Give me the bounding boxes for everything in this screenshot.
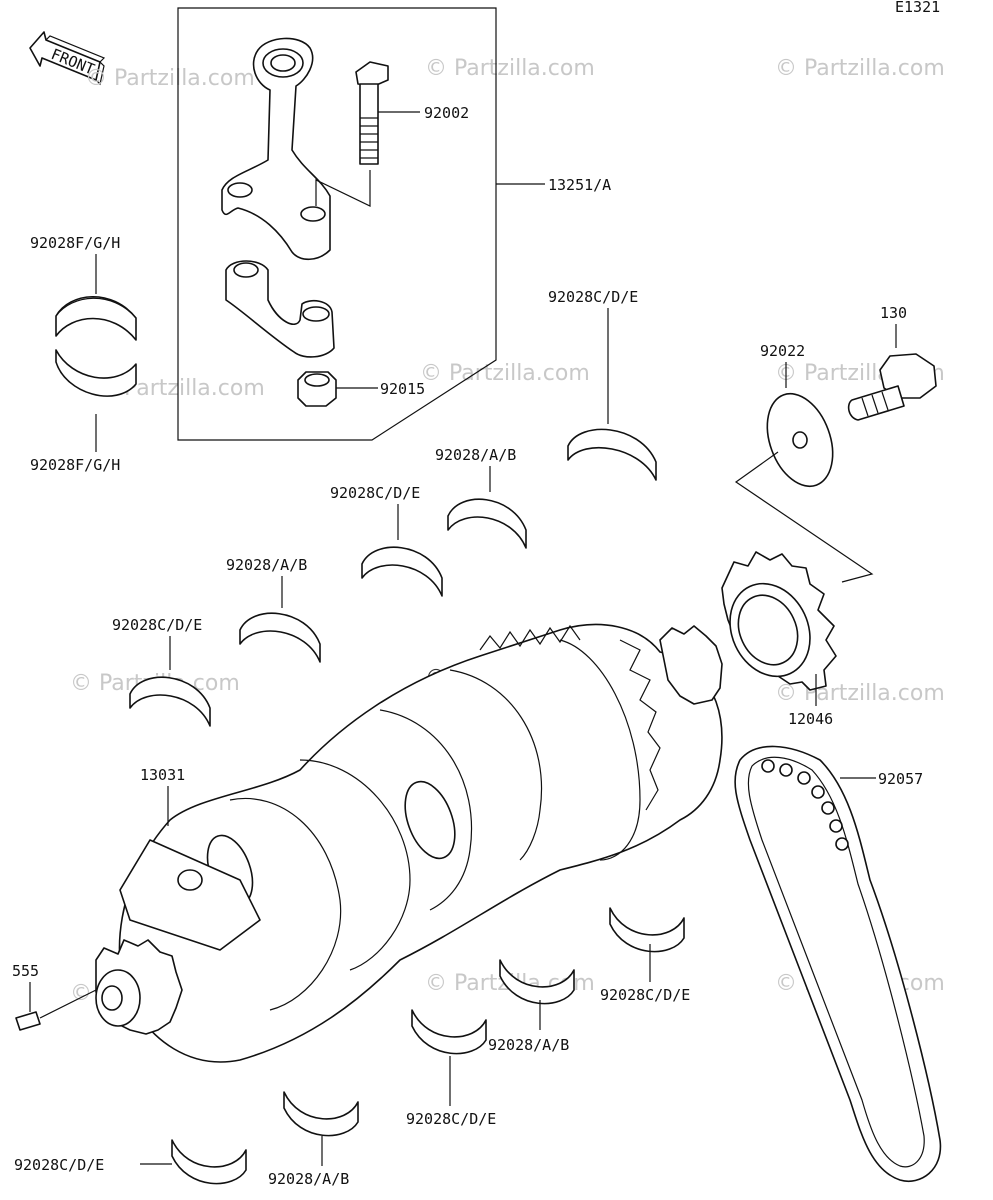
cam-chain-sprocket-12046	[721, 551, 837, 691]
callout-13031: 13031	[140, 766, 185, 784]
diagram-code: E1321	[895, 0, 940, 16]
callout-92028fgh-bottom: 92028F/G/H	[30, 456, 120, 474]
conrod-assembly-frame	[177, 7, 497, 441]
callout-555: 555	[12, 962, 39, 980]
bearing-shell-lower	[55, 349, 137, 397]
callout-92002: 92002	[424, 104, 469, 122]
callout-92028fgh-top: 92028F/G/H	[30, 234, 120, 252]
callout-92028cde-1: 92028C/D/E	[548, 288, 638, 306]
cam-chain-92057	[734, 745, 942, 1182]
callout-92028cde-6: 92028C/D/E	[14, 1156, 104, 1174]
callout-92057: 92057	[878, 770, 923, 788]
watermark-2: © Partzilla.com	[425, 56, 595, 81]
main-bearing-shell-2	[447, 498, 527, 549]
callout-92028cde-2: 92028C/D/E	[330, 484, 420, 502]
watermark-3: © Partzilla.com	[775, 56, 945, 81]
callout-92028ab-4: 92028/A/B	[268, 1170, 349, 1188]
main-bearing-shell-8	[411, 1009, 487, 1055]
callout-92022: 92022	[760, 342, 805, 360]
callout-12046: 12046	[788, 710, 833, 728]
callout-130: 130	[880, 304, 907, 322]
watermark-5: © Partzilla.com	[420, 361, 590, 386]
washer-92022	[766, 392, 834, 488]
conrod-cap	[225, 260, 335, 358]
callout-92028ab-1: 92028/A/B	[435, 446, 516, 464]
main-bearing-shell-9	[283, 1091, 359, 1137]
main-bearing-shell-10	[171, 1139, 247, 1185]
callout-92028cde-4: 92028C/D/E	[600, 986, 690, 1004]
crankshaft-13031	[95, 623, 723, 1063]
callout-92028ab-2: 92028/A/B	[226, 556, 307, 574]
main-bearing-shell-7	[499, 959, 575, 1005]
watermark-8: © Partzilla.com	[775, 681, 945, 706]
callout-13251a: 13251/A	[548, 176, 611, 194]
main-bearing-shell-4	[239, 612, 321, 663]
main-bearing-shell-6	[609, 907, 685, 953]
callout-92028cde-3: 92028C/D/E	[112, 616, 202, 634]
dowel-pin-555	[15, 989, 97, 1031]
callout-92015: 92015	[380, 380, 425, 398]
watermark-1: © Partzilla.com	[85, 66, 255, 91]
main-bearing-shell-5	[129, 676, 211, 727]
main-bearing-shell-1	[567, 428, 657, 481]
callout-92028cde-5: 92028C/D/E	[406, 1110, 496, 1128]
nut-92015	[297, 371, 337, 407]
bearing-shell-upper	[55, 296, 137, 341]
main-bearing-shell-3	[361, 546, 443, 597]
connecting-rod	[221, 37, 331, 261]
callout-92028ab-3: 92028/A/B	[488, 1036, 569, 1054]
conrod-bolt-92002	[355, 61, 389, 165]
bolt-130	[847, 353, 937, 421]
